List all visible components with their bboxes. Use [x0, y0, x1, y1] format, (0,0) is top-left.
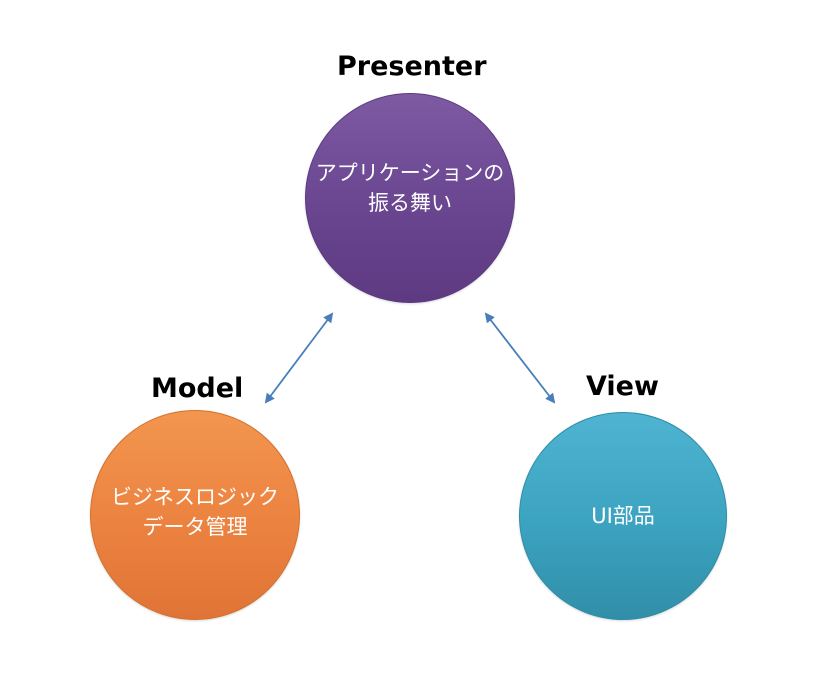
presenter-node: アプリケーションの 振る舞い: [305, 93, 515, 303]
model-presenter-arrow: [264, 312, 334, 404]
presenter-view-arrow: [484, 312, 556, 404]
presenter-heading: Presenter: [337, 51, 487, 82]
model-node: ビジネスロジック データ管理: [90, 410, 300, 620]
view-text-line-1: UI部品: [591, 504, 655, 528]
view-node: UI部品: [519, 412, 727, 620]
view-heading: View: [586, 371, 659, 402]
model-text-line-1: ビジネスロジック: [111, 485, 279, 509]
presenter-text-line-2: 振る舞い: [368, 191, 452, 215]
model-heading: Model: [151, 373, 244, 404]
presenter-text-line-1: アプリケーションの: [315, 161, 505, 185]
model-text-line-2: データ管理: [142, 515, 248, 539]
